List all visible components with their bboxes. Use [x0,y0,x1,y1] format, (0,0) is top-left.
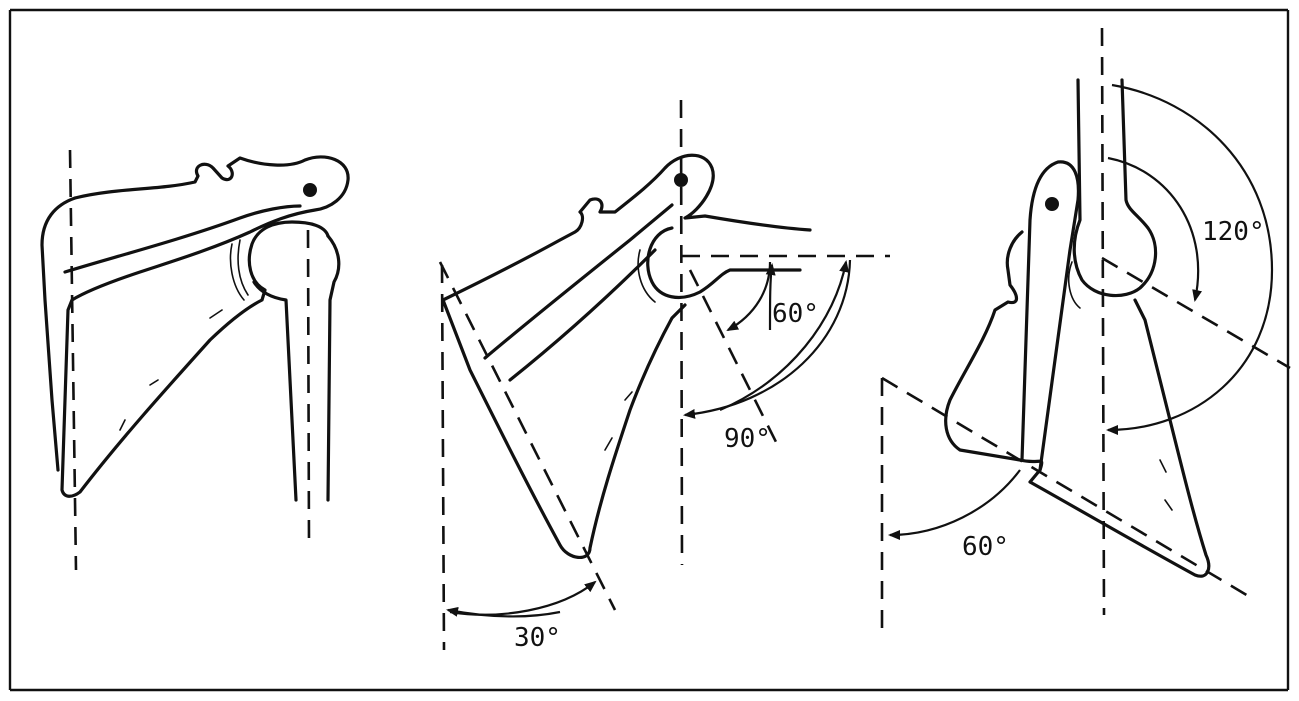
label-60-right: 60° [962,532,1009,562]
scapula-axis-neutral [68,149,78,571]
arc-outer-right [1106,83,1274,435]
acromion-dot [1045,197,1059,211]
scapula-neutral [40,155,350,502]
scapula-full-rotation [944,78,1211,578]
arrow-90-up [719,260,850,412]
arc-90-mid [683,259,852,419]
scapula-axis-mid [438,261,617,611]
arrow-60-up [765,263,776,331]
humerus-axis-neutral [306,229,311,549]
scapula-axis-right [881,376,1256,602]
reference-vertical-mid [440,264,446,651]
humerus-axis-right [1101,256,1291,370]
label-60-mid: 60° [772,299,819,329]
label-30: 30° [514,623,561,653]
label-90-mid: 90° [724,424,771,454]
acromion-dot [674,173,688,187]
arc-120 [1107,156,1202,302]
acromion-dot [303,183,317,197]
vertical-axis-mid [679,99,684,566]
label-120: 120° [1202,217,1265,247]
scapula-mid-rotation [441,153,812,559]
humerus-axis-mid [688,269,782,451]
arc-60-right [888,469,1021,540]
arrow-30-left [446,606,561,618]
figure-frame [8,8,1290,692]
vertical-axis-right [1100,27,1106,616]
arc-60-mid [726,261,772,331]
arc-30 [449,580,597,616]
